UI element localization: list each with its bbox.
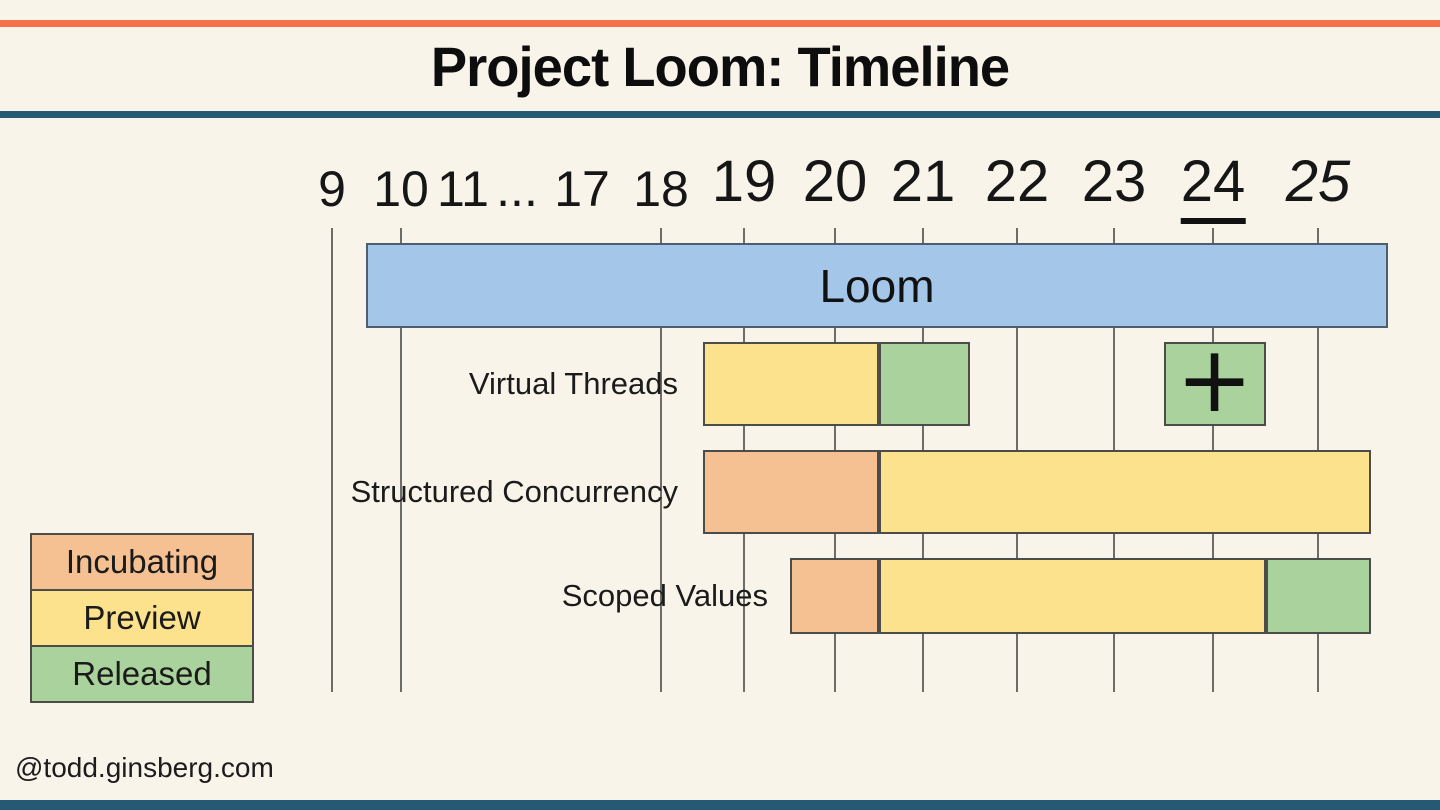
segment-preview	[702, 342, 879, 426]
legend-item-incubating: Incubating	[30, 533, 254, 591]
title-underline	[0, 111, 1440, 118]
axis-label-17: 17	[554, 164, 610, 214]
loom-project-bar: Loom	[366, 243, 1388, 328]
axis-label-text: 17	[554, 161, 610, 217]
axis-label-text: 18	[633, 161, 689, 217]
axis-label-text: ...	[496, 161, 538, 217]
plus-marker: +	[1175, 326, 1254, 433]
gridline-9	[331, 228, 333, 692]
axis-label-18: 18	[633, 164, 689, 214]
footer-handle: @todd.ginsberg.com	[15, 752, 274, 783]
legend-label: Released	[72, 655, 212, 692]
axis-label-20: 20	[803, 153, 868, 211]
segment-released	[879, 342, 970, 426]
bottom-accent-bar	[0, 800, 1440, 810]
axis-label-23: 23	[1082, 153, 1147, 211]
axis-label-text: 19	[711, 149, 777, 214]
loom-project-label: Loom	[819, 259, 935, 312]
axis-label-text: 23	[1081, 149, 1147, 214]
axis-label-24: 24	[1180, 149, 1246, 224]
axis-label-11: 11	[437, 164, 489, 214]
segment-released: +	[1163, 334, 1266, 426]
axis-label-text: 24	[1180, 149, 1246, 224]
segment-incubating	[789, 558, 879, 634]
axis-label-25: 25	[1286, 153, 1351, 211]
axis-label-21: 21	[891, 153, 956, 211]
page-title: Project Loom: Timeline	[430, 35, 1010, 98]
axis-label-10: 10	[373, 164, 429, 214]
axis-label-text: 20	[802, 149, 868, 214]
axis-label-9: 9	[318, 164, 346, 214]
axis-label-text: 11	[437, 161, 489, 217]
segment-preview	[879, 558, 1266, 634]
legend-item-released: Released	[30, 645, 254, 703]
axis-label-text: 9	[318, 161, 346, 217]
segment-preview	[879, 450, 1371, 534]
row-label-virtual-threads: Virtual Threads	[468, 366, 678, 401]
axis-label-text: 22	[984, 149, 1050, 214]
segment-incubating	[702, 450, 879, 534]
gridline-18	[660, 228, 662, 692]
axis-label-22: 22	[985, 153, 1050, 211]
axis-label-text: 10	[373, 161, 429, 217]
axis-label-text: 21	[890, 149, 956, 214]
segment-released	[1265, 558, 1371, 634]
legend-label: Incubating	[65, 543, 219, 580]
legend-item-preview: Preview	[30, 589, 254, 647]
axis-label-19: 19	[712, 153, 777, 211]
axis-label-...: ...	[496, 164, 538, 214]
row-label-scoped-values: Scoped Values	[561, 578, 768, 613]
gridline-10	[400, 228, 402, 692]
top-accent-line	[0, 20, 1440, 27]
row-label-structured-concurrency: Structured Concurrency	[350, 474, 678, 509]
axis-label-text: 25	[1285, 149, 1351, 214]
legend-label: Preview	[83, 599, 201, 636]
